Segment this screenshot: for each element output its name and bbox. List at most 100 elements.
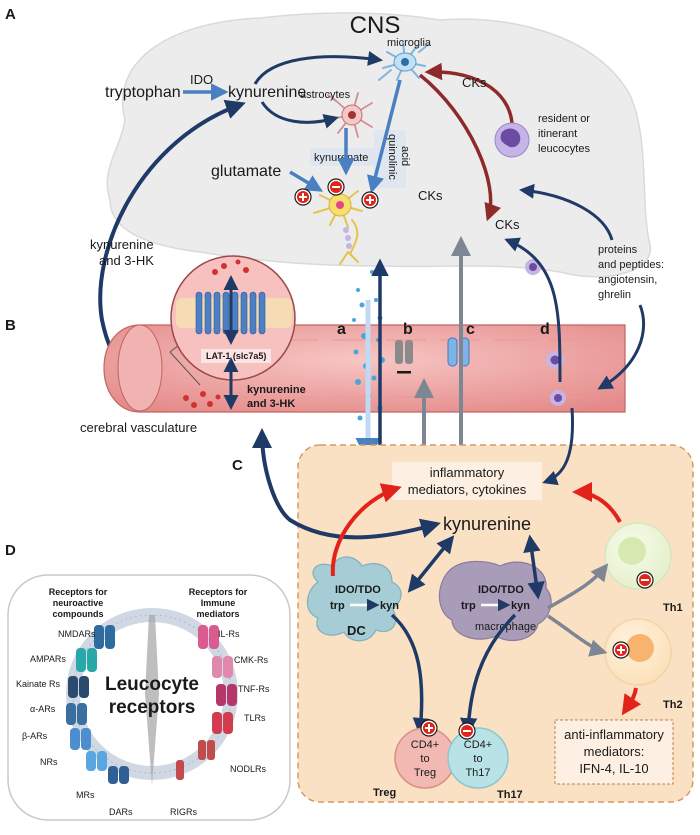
route-c-label: c <box>466 321 475 338</box>
mac-kyn-label: kyn <box>511 600 530 612</box>
kynurenate-label: kynurenate <box>314 152 368 164</box>
th1-cell <box>604 522 672 590</box>
route-b-channel <box>395 340 413 374</box>
proteins-line4: ghrelin <box>598 289 631 301</box>
astrocyte-cell <box>327 92 373 138</box>
zoom-line-bottom <box>169 351 201 386</box>
receptor-cmk-rs: CMK-Rs <box>234 655 268 665</box>
minus-badge-kynurenate <box>327 178 345 196</box>
kynurenine-periphery-label: kynurenine <box>443 514 531 534</box>
panel-label-b: B <box>5 317 16 334</box>
dc-to-mediators-arrow <box>330 483 402 577</box>
kyn-to-astrocytes-arrow <box>260 101 339 129</box>
mac-to-th2-arrow <box>547 614 608 657</box>
panel-label-a: A <box>5 6 16 23</box>
cks-top-label: CKs <box>462 75 487 90</box>
resident-leucocyte <box>494 122 530 158</box>
receptor-il-rs: IL-Rs <box>218 629 240 639</box>
mac-ido-label: IDO/TDO <box>478 584 524 596</box>
receptor-center-line2: receptors <box>109 697 196 718</box>
panel-label-d: D <box>5 542 16 559</box>
cks-to-microglia-arrow <box>424 62 514 133</box>
glutamate-label: glutamate <box>211 163 281 180</box>
receptor-tnf-rs: TNF-Rs <box>238 684 270 694</box>
plus-badge-treg <box>420 719 438 737</box>
kyn3hk-cns-line1: kynurenine <box>90 237 154 252</box>
proteins-into-vessel-arrow <box>597 304 646 390</box>
right-header-line3: mediators <box>196 609 239 619</box>
leucocytes-line3: leucocytes <box>538 143 590 155</box>
proteins-line3: angiotensin, <box>598 274 657 286</box>
kyn-mac-arrow <box>523 534 545 600</box>
route-b-label: b <box>403 321 413 338</box>
panel-label-c: C <box>232 457 243 474</box>
anti-line3: IFN-4, IL-10 <box>579 761 648 776</box>
dc-ido-label: IDO/TDO <box>335 584 381 596</box>
lat1-label-bg <box>201 349 271 363</box>
receptor-nodlrs: NODLRs <box>230 764 267 774</box>
route-d-to-mediators-arrow <box>542 407 575 486</box>
th2-to-anti-arrow <box>621 687 642 716</box>
kyn3hk-vessel-line2: and 3-HK <box>247 398 295 410</box>
receptor-rigrs: RIGRs <box>170 807 198 817</box>
plus-badge-glutamate <box>294 188 312 206</box>
route-d-label: d <box>540 321 550 338</box>
kynurenate-box <box>310 148 376 166</box>
receptor-tlrs: TLRs <box>244 713 266 723</box>
proteins-line2: and peptides: <box>598 259 664 271</box>
microglia-label: microglia <box>387 37 432 49</box>
leucocytes-line2: itinerant <box>538 128 577 140</box>
left-header-line1: Receptors for <box>49 587 108 597</box>
receptor-dars: DARs <box>109 807 133 817</box>
route-d-arrow <box>504 237 562 383</box>
plus-badge-quinolinic <box>361 191 379 209</box>
astrocytes-label: astrocytes <box>300 89 351 101</box>
cks-low-label: CKs <box>495 217 520 232</box>
inflam-line1: inflammatory <box>430 465 505 480</box>
kyn3hk-vessel-line1: kynurenine <box>247 384 306 396</box>
periphery-to-vasculature-arrow <box>252 428 441 540</box>
dc-to-treg-arrow <box>390 613 431 736</box>
anti-line1: anti-inflammatory <box>564 727 664 742</box>
dendritic-cell <box>306 556 402 642</box>
cks-mid-label: CKs <box>418 188 443 203</box>
th1-label: Th1 <box>663 602 683 614</box>
quinolinic-line1: quinolinic <box>386 134 398 180</box>
right-receptor-proteins <box>176 625 237 780</box>
microglia-cks-arrow <box>418 73 501 222</box>
right-header-line2: Immune <box>201 598 236 608</box>
vasculature-label: cerebral vasculature <box>80 420 197 435</box>
kyn-to-microglia-arrow <box>253 50 383 85</box>
macrophage-cell <box>438 560 552 642</box>
ido-label: IDO <box>190 72 213 87</box>
mac-to-th17-arrow <box>459 613 517 736</box>
treg-line1: CD4+ <box>411 739 439 751</box>
quinolinic-line2: acid <box>399 146 411 166</box>
minus-badge-th17 <box>458 722 476 740</box>
treg-line3: Treg <box>414 767 436 779</box>
kyn-dc-arrow <box>407 535 455 593</box>
kynurenine-cns-label: kynurenine <box>228 84 306 101</box>
microglia-cell <box>378 41 430 81</box>
anti-line2: mediators: <box>584 744 645 759</box>
th17-cell <box>447 727 509 789</box>
leucocytes-line1: resident or <box>538 113 590 125</box>
mac-trp-label: trp <box>461 600 476 612</box>
th2-label: Th2 <box>663 699 683 711</box>
minus-badge-th1 <box>636 571 654 589</box>
th17-label: Th17 <box>497 789 523 801</box>
glutamate-arrow <box>289 170 324 192</box>
dc-kyn-label: kyn <box>380 600 399 612</box>
kyn3hk-cns-line2: and 3-HK <box>99 253 154 268</box>
receptor-nmdars: NMDARs <box>58 629 96 639</box>
anti-inflammatory-box <box>554 719 674 785</box>
right-header-line1: Receptors for <box>189 587 248 597</box>
receptor-center-line1: Leucocyte <box>105 674 199 695</box>
microglia-to-neuron-arrow <box>366 79 402 194</box>
th2-cell <box>604 618 672 686</box>
mac-to-th1-arrow <box>547 563 609 610</box>
th17-line1: CD4+ <box>464 739 492 751</box>
th17-line2: to <box>473 753 482 765</box>
receptor-kainate: Kainate Rs <box>16 679 61 689</box>
